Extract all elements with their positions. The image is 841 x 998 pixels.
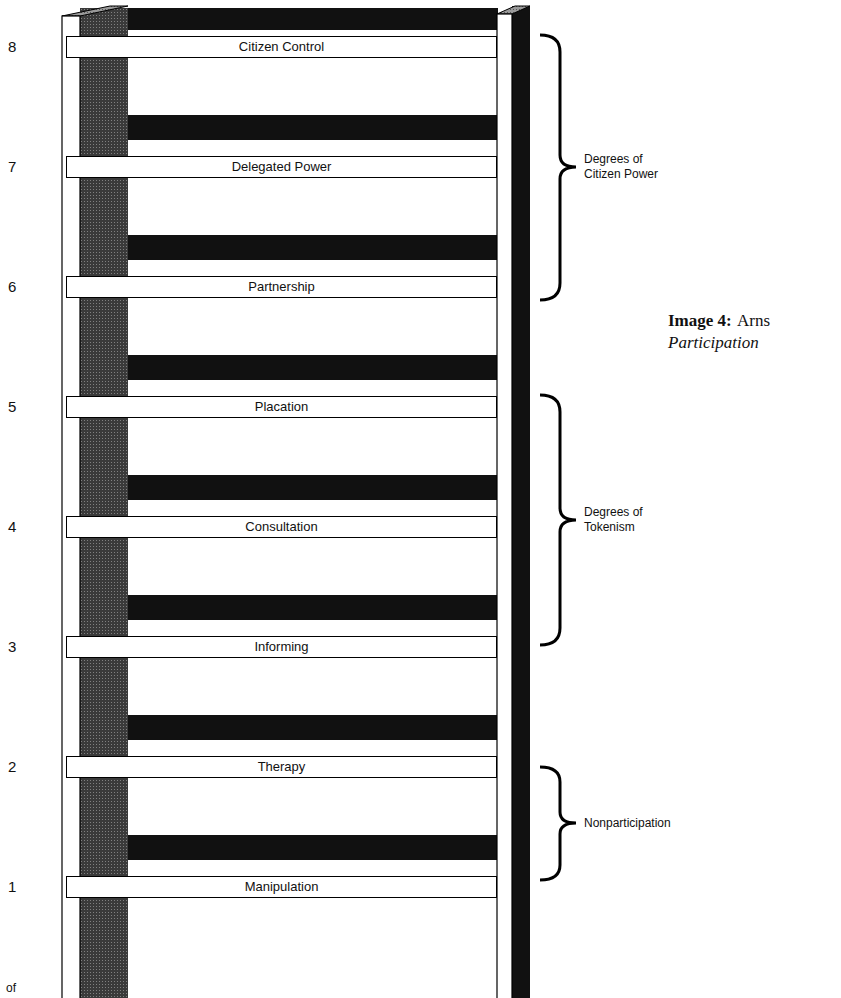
- rail-cap: [62, 6, 128, 16]
- rung-shadow: [128, 115, 498, 140]
- group-label: Degrees of Citizen Power: [584, 152, 668, 182]
- rung-shadow: [128, 355, 498, 380]
- caption-label: Participation: [668, 333, 759, 353]
- rung-label: Informing: [254, 639, 308, 655]
- ladder-rung: Consultation: [66, 516, 497, 538]
- rung-number: 2: [8, 758, 16, 776]
- right-rail-side: [512, 6, 530, 998]
- ladder-rung: Delegated Power: [66, 156, 497, 178]
- rung-shadow: [128, 835, 498, 860]
- ladder-rung: Therapy: [66, 756, 497, 778]
- rung-number: 4: [8, 518, 16, 536]
- rung-shadow: [128, 235, 498, 260]
- ladder-rung: Placation: [66, 396, 497, 418]
- rung-number: 5: [8, 398, 16, 416]
- cropped-text: of: [6, 981, 16, 995]
- rung-number: 6: [8, 278, 16, 296]
- bracket: [540, 395, 576, 645]
- rung-label: Delegated Power: [232, 159, 332, 175]
- bracket: [540, 767, 576, 880]
- ladder-top-band: [128, 8, 498, 30]
- rung-label: Therapy: [258, 759, 306, 775]
- rail-cap: [497, 6, 530, 14]
- rung-number: 7: [8, 158, 16, 176]
- caption-label: Arns: [737, 311, 770, 331]
- ladder-rung: Manipulation: [66, 876, 497, 898]
- rung-shadow: [128, 715, 498, 740]
- right-rail: [497, 14, 512, 998]
- ladder-rung: Partnership: [66, 276, 497, 298]
- rung-number: 8: [8, 38, 16, 56]
- rung-label: Partnership: [248, 279, 314, 295]
- bracket: [540, 35, 576, 300]
- group-label: Nonparticipation: [584, 816, 671, 830]
- rung-shadow: [128, 475, 498, 500]
- rung-label: Placation: [255, 399, 308, 415]
- rung-number: 1: [8, 878, 16, 896]
- rung-label: Consultation: [245, 519, 317, 535]
- caption-label: Image 4:: [668, 311, 732, 331]
- rung-label: Citizen Control: [239, 39, 324, 55]
- rung-label: Manipulation: [245, 879, 319, 895]
- ladder-rung: Citizen Control: [66, 36, 497, 58]
- ladder-rung: Informing: [66, 636, 497, 658]
- group-label: Degrees of Tokenism: [584, 505, 668, 535]
- rung-number: 3: [8, 638, 16, 656]
- rung-shadow: [128, 595, 498, 620]
